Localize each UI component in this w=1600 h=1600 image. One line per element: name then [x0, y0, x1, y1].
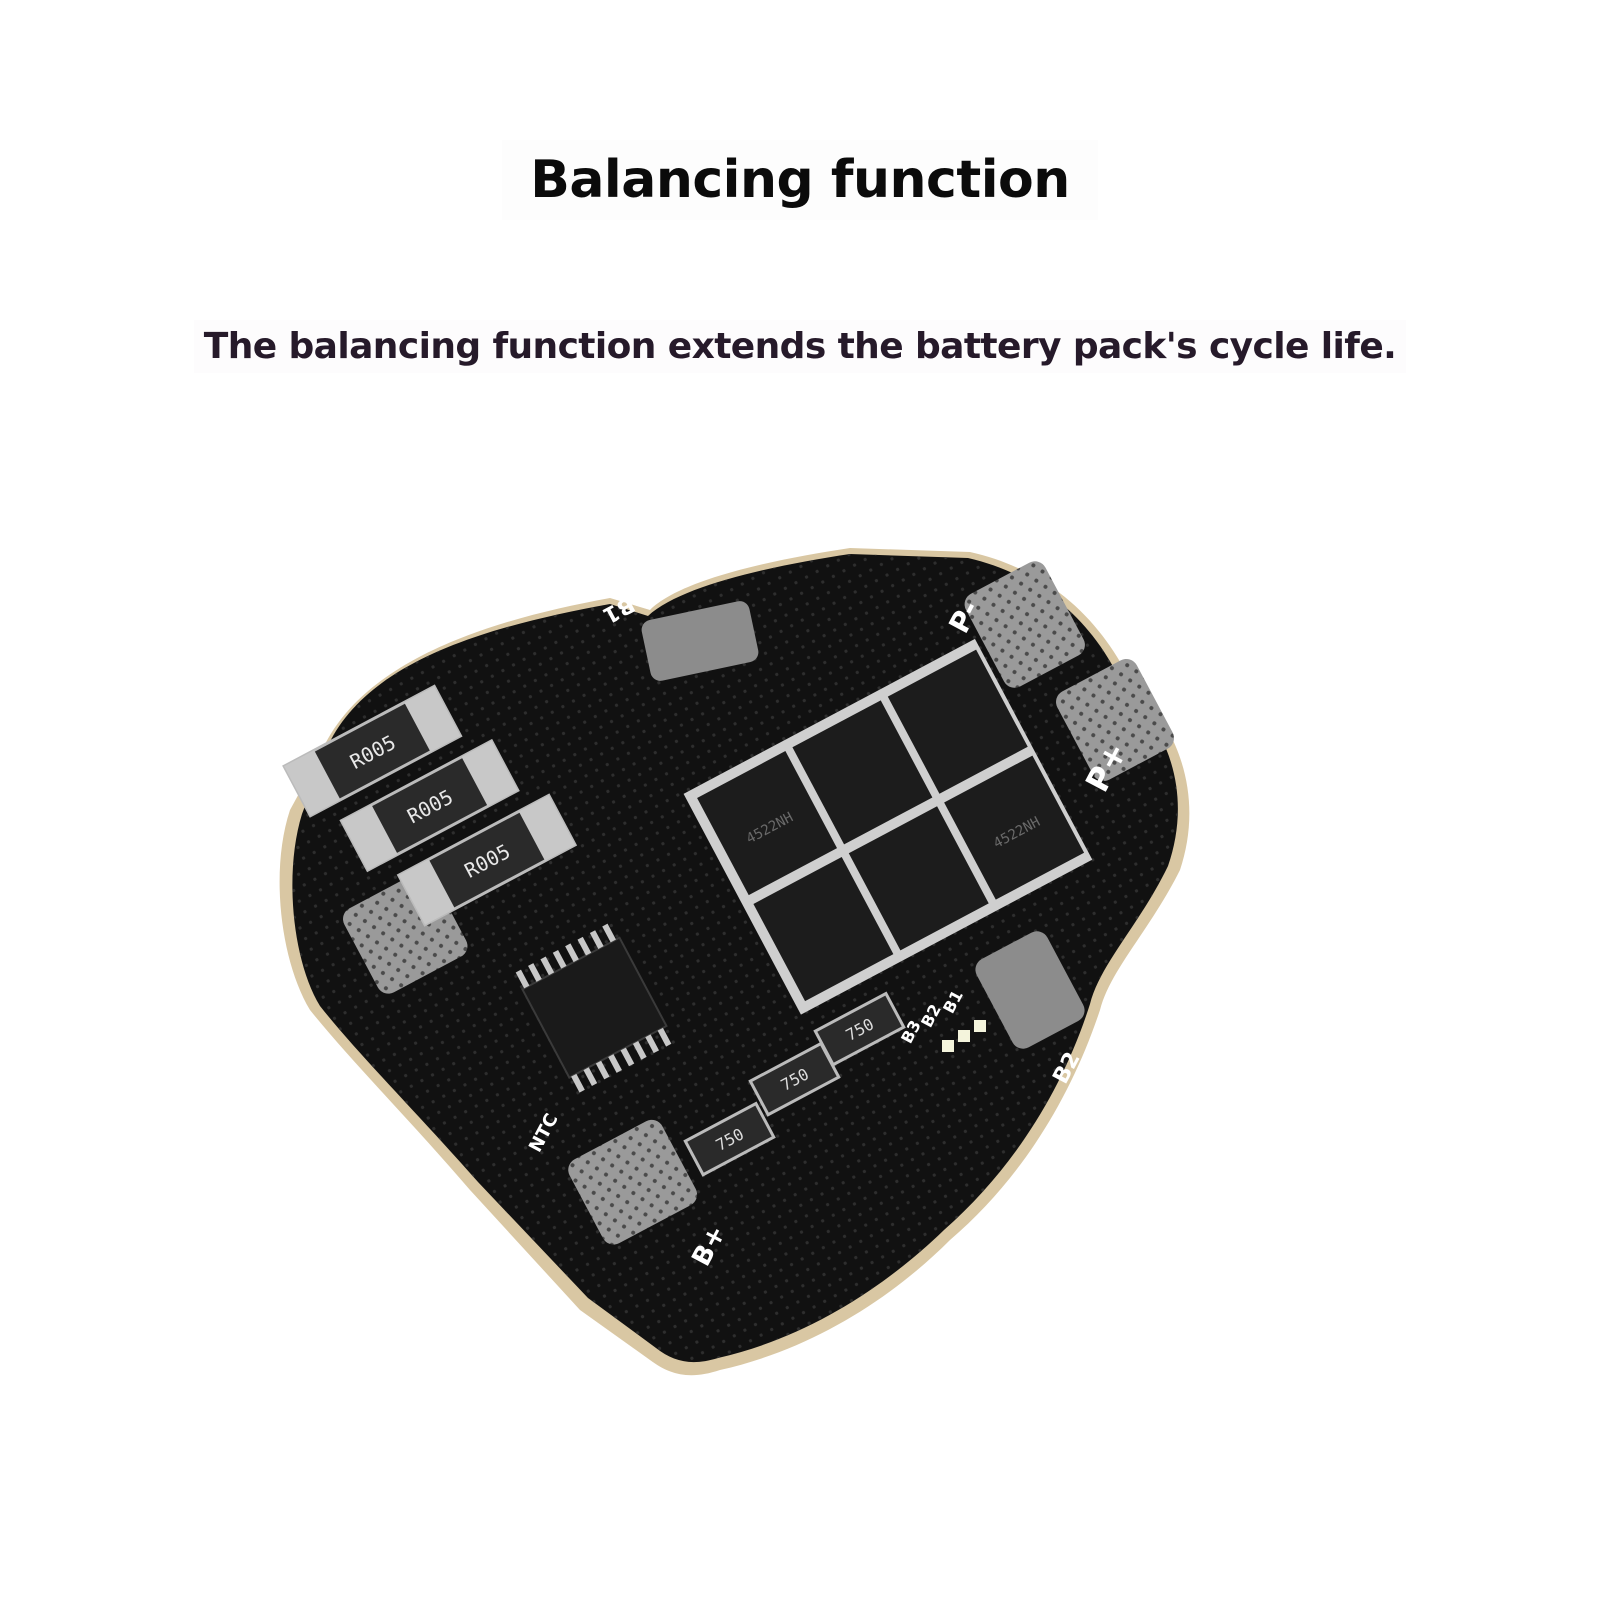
page-subtitle: The balancing function extends the batte… [193, 320, 1407, 373]
pad-p-plus [1056, 658, 1174, 782]
balance-resistors: 750 750 750 [683, 991, 906, 1177]
controller-ic [515, 923, 672, 1093]
pad-b-plus [568, 1119, 698, 1245]
status-leds [942, 1020, 986, 1052]
title-area: Balancing function [0, 140, 1600, 220]
bms-board-photo: R005 R005 R005 4522NH [250, 540, 1250, 1400]
pad-b1 [641, 601, 759, 681]
subtitle-area: The balancing function extends the batte… [0, 320, 1600, 373]
sense-resistors: R005 R005 R005 [282, 684, 578, 927]
pad-p-minus [964, 561, 1085, 688]
mosfet-array: 4522NH 4522NH [683, 638, 1093, 1015]
pcb-illustration: R005 R005 R005 4522NH [279, 548, 1190, 1376]
pad-b2 [975, 931, 1085, 1049]
page-title: Balancing function [502, 140, 1098, 220]
